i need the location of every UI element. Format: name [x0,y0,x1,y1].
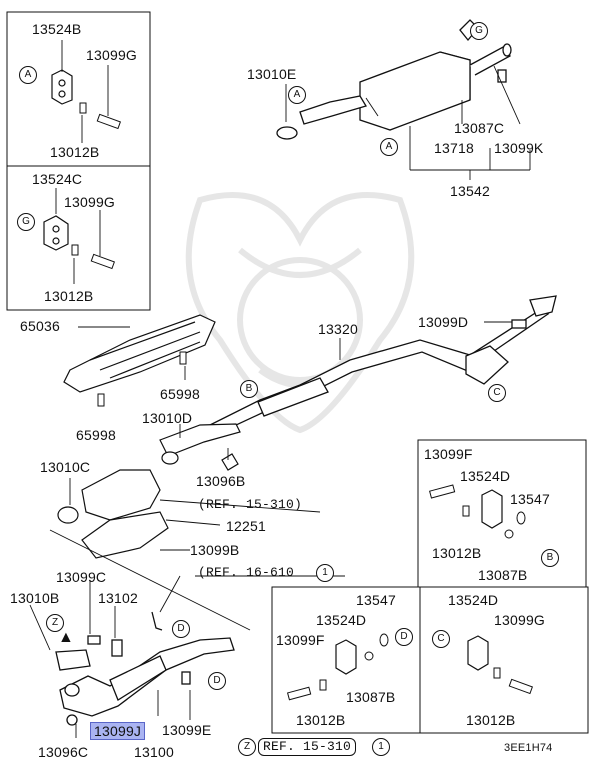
callout-z: Z [46,614,64,632]
part-label-13320: 13320 [318,321,358,337]
heat-shield-65036 [63,314,216,393]
part-label-13087b: 13087B [346,689,396,705]
bolt-icon [96,113,122,130]
part-label-13524d: 13524D [448,592,499,608]
part-label-65998: 65998 [160,386,200,402]
part-label-13012b: 13012B [466,712,516,728]
hanger-13524d-1 [481,489,503,529]
part-label-13099g: 13099G [86,47,138,63]
part-label-13096b: 13096B [196,473,246,489]
callout-z: Z [238,738,256,756]
callout-g: G [17,213,35,231]
hanger-13524c [43,215,69,251]
hanger-13524d-2 [335,639,357,675]
part-label-13087c: 13087C [454,120,505,136]
part-label-13010e: 13010E [247,66,297,82]
callout-1: 1 [372,738,390,756]
center-pipe-13320 [199,295,557,441]
part-label-13099f: 13099F [424,446,473,462]
arrow-up-icon: ▲ [58,629,75,646]
callout-b: B [541,549,559,567]
part-label-13099j-highlighted[interactable]: 13099J [90,722,146,740]
part-label-13099g: 13099G [494,612,546,628]
part-label-13100: 13100 [134,744,174,760]
part-label-13010d: 13010D [142,410,193,426]
diagram-code: 3EE1H74 [504,742,553,754]
part-label-13102: 13102 [98,590,138,606]
callout-d: D [172,620,190,638]
part-label-13099d: 13099D [418,314,469,330]
part-label-13010c: 13010C [40,459,91,475]
part-label-13542: 13542 [450,183,490,199]
callout-1: 1 [316,564,334,582]
inset-box-hanger-b [6,11,589,734]
part-label-65998: 65998 [76,427,116,443]
hanger-13524b [51,69,73,105]
part-label-13099g: 13099G [64,194,116,210]
part-label-13012b: 13012B [296,712,346,728]
part-label-13010b: 13010B [10,590,60,606]
front-pipe-13100 [55,611,235,726]
part-label-12251: 12251 [226,518,266,534]
part-label-13547: 13547 [356,592,396,608]
callout-c: C [488,384,506,402]
part-label-13099c: 13099C [56,569,107,585]
part-label-13012b: 13012B [432,545,482,561]
part-label-13718: 13718 [434,140,474,156]
part-label-13099e: 13099E [162,722,212,738]
part-label-13099k: 13099K [494,140,544,156]
part-label-65036: 65036 [20,318,60,334]
ref-label-bottom: REF. 15-310 [258,738,357,756]
ref-label-16-610: (REF. 16-610 [198,565,295,580]
callout-d: D [395,628,413,646]
callout-d: D [208,672,226,690]
callout-b: B [240,380,258,398]
part-label-13012b: 13012B [50,144,100,160]
part-label-13087b: 13087B [478,567,528,583]
callout-c: C [432,630,450,648]
leader-lines [29,40,531,738]
bolt-icon [90,253,116,270]
muffler-13542 [276,19,512,140]
part-label-13524b: 13524B [32,21,82,37]
callout-a: A [380,138,398,156]
part-label-13524d: 13524D [316,612,367,628]
part-label-13096c: 13096C [38,744,89,760]
catalytic-converter [57,423,241,559]
ref-text: REF. 15-310 [263,739,352,754]
part-label-13547: 13547 [510,491,550,507]
ref-label-15-310: (REF. 15-310) [198,497,303,512]
callout-g: G [470,22,488,40]
hanger-13524d-3 [467,635,489,671]
part-label-13524c: 13524C [32,171,83,187]
callout-a: A [19,66,37,84]
part-label-13099f: 13099F [276,632,325,648]
part-label-13524d: 13524D [460,468,511,484]
part-label-13099b: 13099B [190,542,240,558]
part-label-13012b: 13012B [44,288,94,304]
callout-a: A [288,86,306,104]
